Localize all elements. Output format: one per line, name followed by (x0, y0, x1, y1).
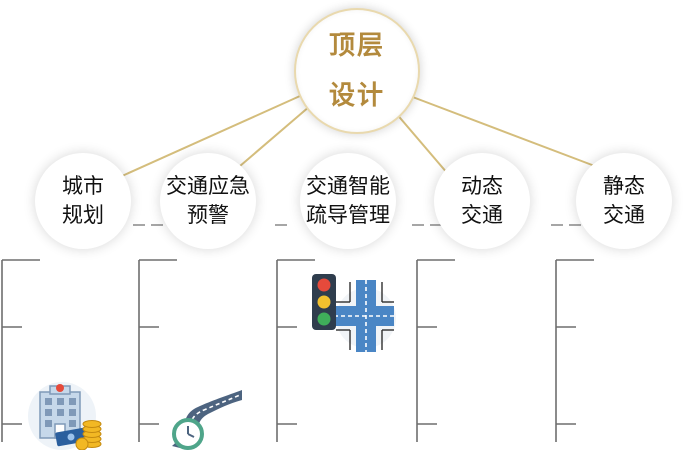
category-label-line2: 疏导管理 (306, 203, 390, 227)
road-clock-icon (172, 390, 242, 450)
category-node-intelligent-management: 交通智能 疏导管理 (300, 153, 396, 249)
connector-line-4 (394, 111, 449, 175)
category-node-emergency-warning: 交通应急 预警 (160, 153, 256, 249)
category-label-line2: 规划 (62, 203, 104, 227)
category-node-urban-planning: 城市 规划 (35, 153, 131, 249)
category-label-line1: 交通应急 (166, 174, 250, 198)
category-label-line1: 城市 (62, 174, 104, 198)
top-node-top-level-design: 顶层 设计 (294, 8, 420, 134)
connector-line-1 (121, 95, 301, 177)
category-label-line1: 交通智能 (306, 174, 390, 198)
connector-line-2 (239, 105, 311, 167)
category-label-line2: 预警 (187, 203, 229, 227)
category-node-dynamic-traffic: 动态 交通 (434, 153, 530, 249)
top-node-label-line2: 设计 (328, 81, 385, 111)
connector-line-5 (409, 95, 601, 169)
top-node-label-line1: 顶层 (328, 31, 385, 61)
category-label-line2: 交通 (603, 203, 645, 227)
category-label-line2: 交通 (461, 203, 503, 227)
bracket-tree-3 (276, 259, 315, 442)
category-node-static-traffic: 静态 交通 (576, 153, 672, 249)
category-label-line1: 动态 (461, 174, 503, 198)
traffic-light-intersection-icon (312, 274, 396, 352)
category-label-line1: 静态 (603, 174, 645, 198)
building-money-icon (28, 382, 102, 450)
bracket-tree-4 (416, 259, 455, 442)
bracket-tree-1 (1, 259, 40, 442)
bracket-tree-5 (555, 259, 594, 442)
bracket-tree-2 (138, 259, 177, 442)
